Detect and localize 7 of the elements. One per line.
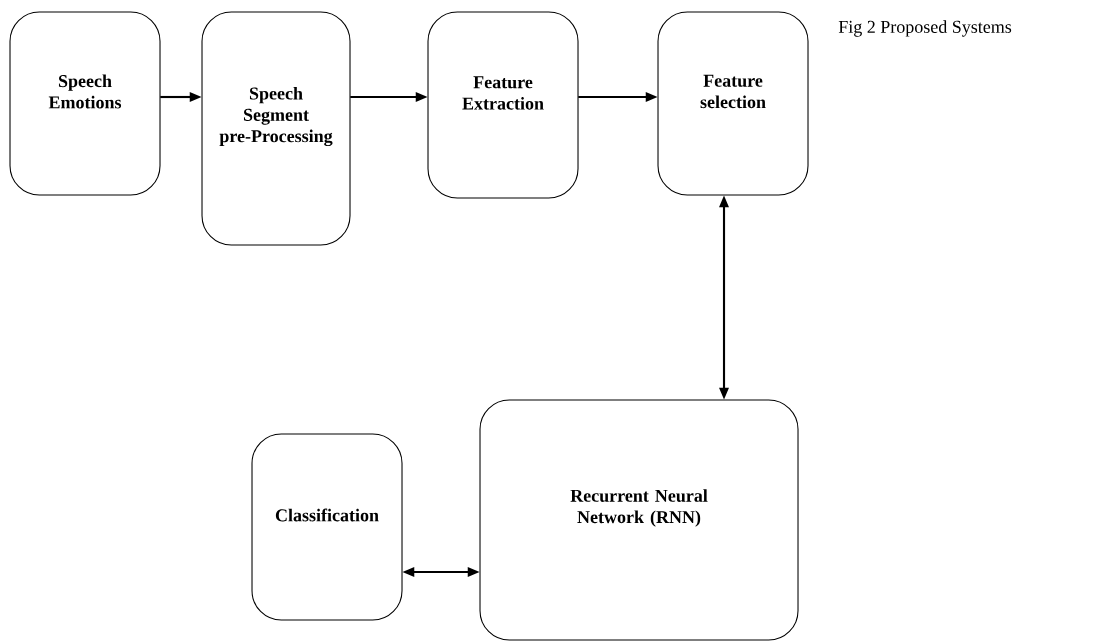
caption: Fig 2 Proposed Systems — [838, 20, 1012, 37]
process-box: Speech Emotions — [9, 11, 161, 196]
process-box: Feature selection — [657, 11, 809, 196]
process-box: Speech Segment pre-Processing — [201, 11, 351, 246]
process-box: Recurrent Neural Network (RNN) — [479, 399, 799, 641]
process-box: Feature Extraction — [427, 11, 579, 199]
process-box: Classification — [251, 433, 403, 621]
